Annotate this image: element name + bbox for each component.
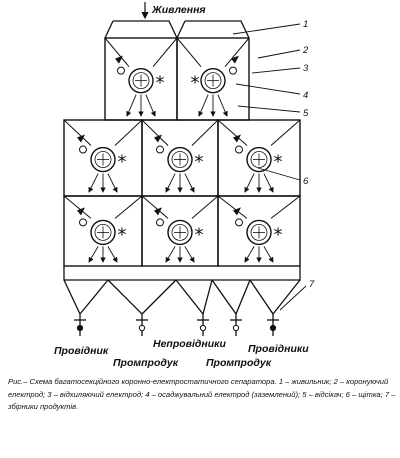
deflecting-electrode-circle-icon — [156, 218, 164, 227]
part-number-1: 1 — [303, 19, 308, 30]
part-number-6: 6 — [303, 176, 309, 187]
collector-outlets — [76, 324, 277, 332]
feeder-hopper — [176, 20, 250, 39]
corona-electrode-asterisk-icon: * — [118, 224, 127, 245]
deflecting-electrode-circle-icon — [235, 218, 243, 227]
guide-line — [63, 119, 92, 146]
feeder-hopper — [104, 20, 178, 39]
separator-housing — [217, 195, 301, 267]
guide-line — [63, 195, 92, 219]
feed-label: Живлення — [151, 4, 206, 16]
drum-inner-ring — [171, 223, 189, 241]
splitter-arrow-icon — [184, 173, 195, 193]
conductors-label-right: Провідники — [248, 343, 309, 355]
drum-inner-ring — [250, 223, 268, 241]
deflecting-electrode-circle-icon — [79, 218, 87, 227]
guide-line — [141, 119, 169, 146]
part-number-4: 4 — [303, 90, 308, 101]
splitter-arrow-icon — [107, 246, 118, 263]
deflecting-electrode-circle-icon — [229, 66, 237, 75]
drum-inner-ring — [204, 72, 222, 90]
feed-flow-marker — [77, 134, 85, 143]
deflecting-electrode-circle-icon — [235, 145, 243, 154]
splitter-arrow-icon — [165, 246, 176, 263]
part-number-2: 2 — [302, 45, 309, 56]
drum-inner-ring — [171, 151, 189, 168]
guide-line — [152, 37, 178, 67]
conductor-label-left: Провідник — [54, 345, 109, 357]
splitter-arrow-icon — [126, 94, 137, 117]
feed-flow-marker — [154, 134, 162, 143]
part-number-3: 3 — [303, 63, 309, 74]
splitter-arrow-icon — [263, 173, 274, 193]
middling-label-right: Промпродук — [206, 357, 272, 369]
part-number-5: 5 — [303, 108, 309, 119]
corona-electrode-asterisk-icon: * — [274, 224, 283, 245]
corona-electrode-asterisk-icon: * — [195, 152, 204, 173]
splitter-arrow-icon — [244, 173, 255, 193]
corona-electrode-asterisk-icon: * — [274, 152, 283, 173]
product-hoppers — [63, 266, 301, 336]
deflecting-electrode-circle-icon — [79, 145, 87, 154]
middling-label-left: Промпродук — [113, 357, 179, 369]
corona-electrode-asterisk-icon: * — [191, 73, 200, 94]
corona-electrode-asterisk-icon: * — [195, 224, 204, 245]
deflecting-electrode-circle-icon — [156, 145, 164, 154]
figure-caption: Рис.– Схема багатосекційного коронно-еле… — [8, 377, 396, 411]
guide-line — [176, 37, 202, 67]
splitter-arrow-icon — [244, 246, 255, 263]
feed-flow-marker — [115, 55, 123, 64]
splitter-arrow-icon — [145, 94, 156, 117]
guide-line — [217, 119, 248, 146]
guide-line — [191, 195, 219, 219]
feed-flow-marker — [77, 207, 85, 216]
splitter-arrow-icon — [263, 246, 274, 263]
splitter-arrow-icon — [88, 246, 99, 263]
guide-line — [114, 119, 143, 146]
leader-lines — [232, 23, 307, 311]
splitter-arrow-icon — [184, 246, 195, 263]
feed-flow-marker — [233, 207, 241, 216]
guide-line — [270, 195, 301, 219]
nonconductors-label: Непровідники — [153, 338, 226, 350]
guide-line — [114, 195, 143, 219]
feed-flow-marker — [231, 55, 239, 64]
guide-line — [191, 119, 219, 146]
guide-line — [104, 37, 130, 67]
feed-flow-marker — [154, 207, 162, 216]
guide-line — [141, 195, 169, 219]
separator-schematic: ******** Живлення Провідник Промпро — [54, 2, 315, 369]
deflecting-electrode-circle-icon — [117, 66, 125, 75]
splitter-arrow-icon — [88, 173, 99, 193]
drum-inner-ring — [94, 151, 112, 168]
drum-inner-ring — [94, 223, 112, 241]
part-number-7: 7 — [309, 279, 315, 290]
drum-inner-ring — [250, 151, 268, 168]
corona-electrode-asterisk-icon: * — [156, 73, 165, 94]
guide-line — [224, 37, 250, 67]
splitter-arrow-icon — [217, 94, 228, 117]
feed-flow-marker — [233, 134, 241, 143]
drum-inner-ring — [132, 72, 150, 90]
splitter-arrow-icon — [107, 173, 118, 193]
guide-line — [217, 195, 248, 219]
corona-electrode-asterisk-icon: * — [118, 152, 127, 173]
separation-units: * * * * * * * * — [63, 20, 301, 267]
splitter-arrow-icon — [198, 94, 209, 117]
splitter-arrow-icon — [165, 173, 176, 193]
guide-line — [270, 119, 301, 146]
